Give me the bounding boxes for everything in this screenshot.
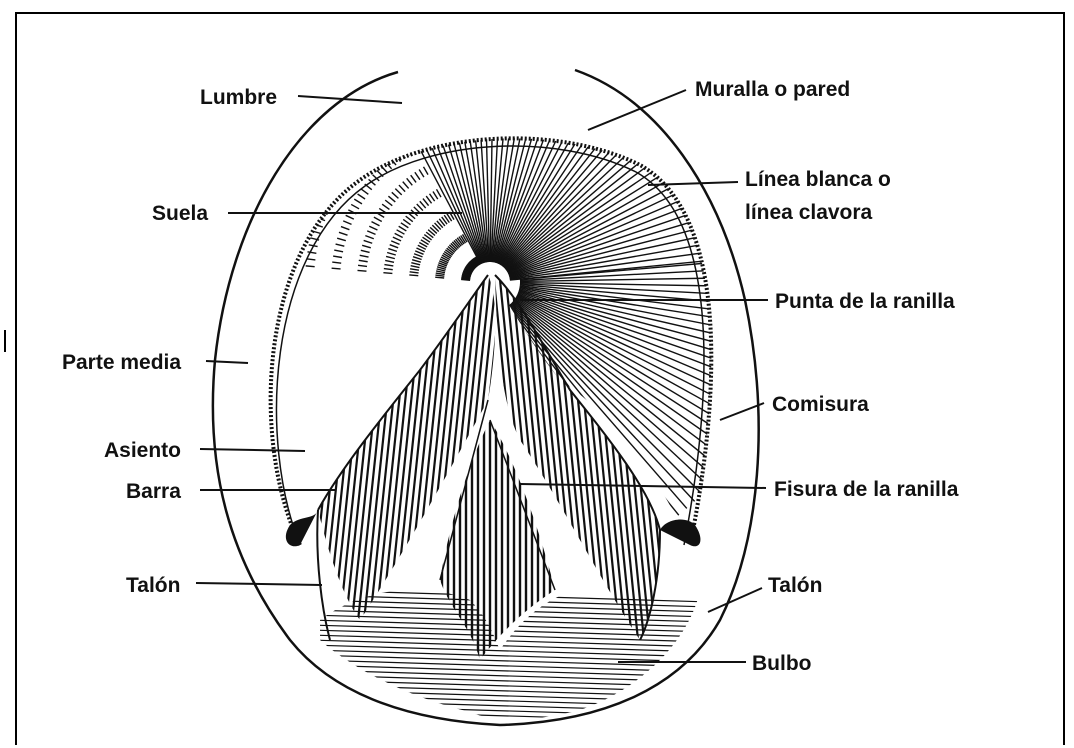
label-barra: Barra [126, 480, 181, 503]
outer-wall [213, 70, 759, 725]
label-parte-media: Parte media [62, 351, 181, 374]
label-lumbre: Lumbre [200, 86, 277, 109]
label-asiento: Asiento [104, 439, 181, 462]
label-linea-blanca-2: línea clavora [745, 201, 873, 224]
label-bulbo: Bulbo [752, 652, 811, 675]
label-punta-ranilla: Punta de la ranilla [775, 290, 955, 313]
label-fisura-ranilla: Fisura de la ranilla [774, 478, 959, 501]
label-talon-left: Talón [126, 574, 180, 597]
label-comisura: Comisura [772, 393, 869, 416]
label-muralla: Muralla o pared [695, 78, 850, 101]
label-linea-blanca-1: Línea blanca o [745, 168, 891, 191]
label-talon-right: Talón [768, 574, 822, 597]
label-suela: Suela [152, 202, 208, 225]
leader-lines [196, 90, 768, 662]
